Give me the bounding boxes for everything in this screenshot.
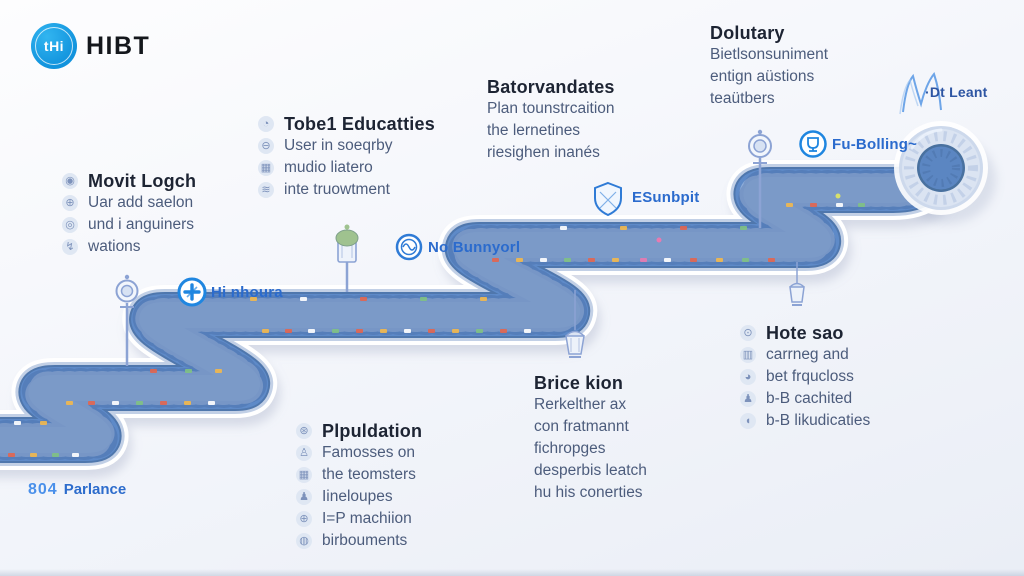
list-icon: ◕ bbox=[740, 369, 756, 385]
badge-label-text: Parlance bbox=[63, 481, 127, 498]
roundabout bbox=[894, 121, 988, 215]
badge-no-bunnyorl: No Bunnyorl bbox=[428, 239, 521, 256]
badge-fu-bolling: Fu-Bolling~ bbox=[832, 136, 918, 153]
list-item: hu his conerties bbox=[534, 484, 643, 501]
list-icon: ♟ bbox=[296, 489, 312, 505]
list-icon: ▦ bbox=[258, 160, 274, 176]
list-item: desperbis leatch bbox=[534, 462, 647, 479]
block-title: Batorvandates bbox=[487, 76, 615, 97]
block-title: Plpuldation bbox=[322, 420, 423, 441]
list-item: und i anguiners bbox=[88, 216, 194, 233]
block-tobe1-educatties: ◔ Tobe1 Educatties ⊖ User in soeqrby ▦ mudi… bbox=[258, 113, 435, 201]
list-item: carrneg and bbox=[766, 346, 849, 363]
block-batorvandates: Batorvandates Plan tounstrcaition the le… bbox=[487, 76, 615, 164]
list-item: I=P machiion bbox=[322, 510, 412, 527]
list-item: Iineloupes bbox=[322, 488, 393, 505]
block-title: Tobe1 Educatties bbox=[284, 113, 435, 134]
list-icon: ◍ bbox=[296, 533, 312, 549]
brand-logo: tHi HIBT bbox=[31, 23, 150, 69]
badge-hi-nhoura: Hi nhoura bbox=[211, 284, 283, 301]
list-item: User in soeqrby bbox=[284, 137, 393, 154]
list-item: the lernetines bbox=[487, 122, 581, 139]
list-item: birbouments bbox=[322, 532, 408, 549]
trophy-icon bbox=[799, 130, 827, 158]
block-movit-logch: ◉ Movit Logch ⊕ Uar add saelon ◎ und i angu… bbox=[62, 170, 196, 258]
list-item: the teomsters bbox=[322, 466, 416, 483]
list-icon: ⊕ bbox=[296, 511, 312, 527]
list-item: mudio liatero bbox=[284, 159, 373, 176]
plane-plus-icon bbox=[177, 277, 207, 307]
logo-circle-icon: tHi bbox=[31, 23, 77, 69]
road-path bbox=[0, 153, 951, 470]
block-title: Hote sao bbox=[766, 322, 844, 343]
logo-ring bbox=[35, 27, 73, 65]
list-icon: ♙ bbox=[296, 445, 312, 461]
list-icon: ⊕ bbox=[62, 195, 78, 211]
list-icon: ⊙ bbox=[740, 325, 756, 341]
scribble-mountain-icon bbox=[899, 71, 942, 115]
block-dolutary: Dolutary Bietlsonsuniment entign aüstion… bbox=[710, 22, 828, 110]
badge-dt-leant: ·Dt Leant bbox=[925, 84, 988, 100]
lamp-post-right bbox=[748, 129, 772, 228]
block-title: Dolutary bbox=[710, 22, 785, 43]
hanging-lantern-right bbox=[789, 262, 805, 306]
lamp-post-green-dome bbox=[335, 224, 359, 292]
list-item: wations bbox=[88, 238, 141, 255]
list-item: Famosses on bbox=[322, 444, 416, 461]
list-item: b-B likudicaties bbox=[766, 412, 871, 429]
list-item: Rerkelther ax bbox=[534, 396, 627, 413]
list-icon: ↯ bbox=[62, 239, 78, 255]
ring-icon bbox=[395, 233, 423, 261]
list-icon: ▥ bbox=[740, 347, 756, 363]
block-title: Movit Logch bbox=[88, 170, 197, 191]
list-item: bet frqucloss bbox=[766, 368, 854, 385]
block-plpuldation: ⊛ Plpuldation ♙ Famosses on ▦ the teomsters… bbox=[296, 420, 422, 552]
badge-esunbpit: ESunbpit bbox=[632, 189, 700, 206]
block-brice-kion: Brice kion Rerkelther ax con fratmannt f… bbox=[534, 372, 647, 504]
list-icon: ◎ bbox=[62, 217, 78, 233]
list-item: entign aüstions bbox=[710, 68, 815, 85]
list-icon: ⊖ bbox=[258, 138, 274, 154]
brand-name: HIBT bbox=[86, 31, 151, 60]
list-item: b-B cachited bbox=[766, 390, 853, 407]
list-icon: ◔ bbox=[258, 116, 274, 132]
badge-number: 804 bbox=[28, 481, 58, 498]
shield-icon bbox=[594, 181, 622, 217]
block-title: Brice kion bbox=[534, 372, 624, 393]
hanging-lantern-center bbox=[565, 290, 585, 358]
block-hote-sao: ⊙ Hote sao ▥ carrneg and ◕ bet frqucloss ♟ b… bbox=[740, 322, 870, 432]
list-item: inte truowtment bbox=[284, 181, 390, 198]
list-icon: ◉ bbox=[62, 173, 78, 189]
list-item: Uar add saelon bbox=[88, 194, 194, 211]
list-icon: ◖ bbox=[740, 413, 756, 429]
list-icon: ♟ bbox=[740, 391, 756, 407]
list-icon: ≋ bbox=[258, 182, 274, 198]
list-item: Plan tounstrcaition bbox=[487, 100, 615, 117]
badge-804-parlance: 804 Parlance bbox=[28, 481, 126, 499]
lamp-post-left bbox=[115, 274, 139, 366]
list-item: fichropges bbox=[534, 440, 606, 457]
list-item: teaütbers bbox=[710, 90, 775, 107]
list-item: Bietlsonsuniment bbox=[710, 46, 829, 63]
list-icon: ▦ bbox=[296, 467, 312, 483]
road-markers bbox=[8, 193, 865, 457]
list-icon: ⊛ bbox=[296, 423, 312, 439]
list-item: con fratmannt bbox=[534, 418, 629, 435]
list-item: riesighen inanés bbox=[487, 144, 600, 161]
